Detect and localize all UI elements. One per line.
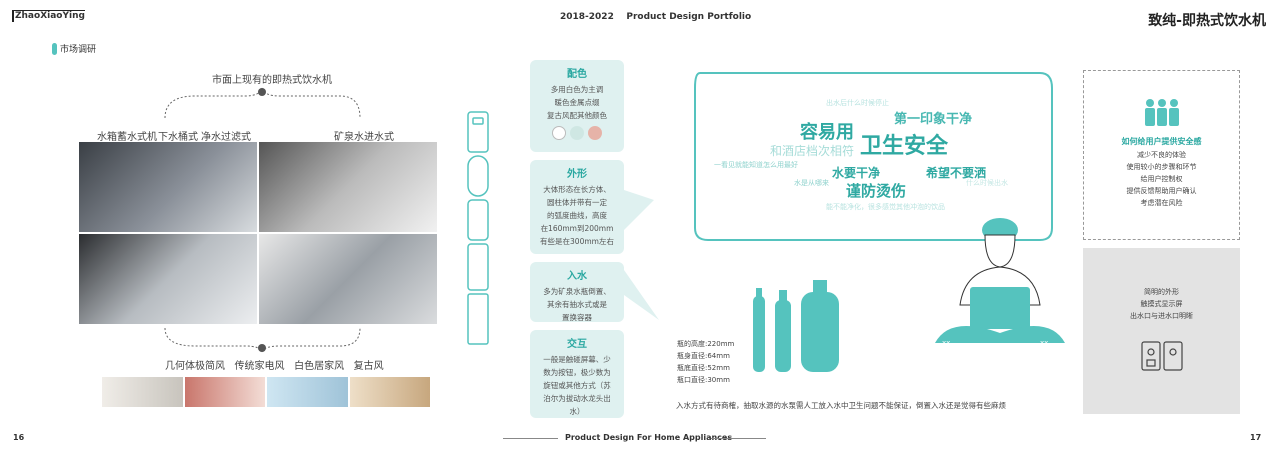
bottle-illustrations — [753, 280, 839, 372]
product-image-lifestyle-1 — [259, 142, 437, 232]
svg-text:xx: xx — [942, 339, 950, 347]
style-image-strip — [102, 377, 430, 407]
bottom-note: 入水方式有待商榷，抽取水源的水泵需人工放入水中卫生问题不能保证，倒置入水还是觉得… — [676, 401, 1006, 410]
card-interaction-line: 数为按钮，极少数为 — [543, 368, 611, 377]
type-label-bucket: 下水桶式 — [158, 132, 198, 143]
form-item: 简明的外形 — [1144, 288, 1179, 296]
page-number-left: 16 — [13, 433, 25, 442]
bottle-spec-line: 瓶身直径:64mm — [677, 352, 730, 360]
page-number-right: 17 — [1250, 433, 1262, 442]
person-illustration: xx xx — [935, 218, 1065, 347]
style-labels: 几何体极简风 传统家电风 白色居家风 复古风 — [165, 361, 384, 372]
style-image-traditional — [184, 377, 265, 407]
card-pointers — [624, 190, 659, 320]
safety-box: 如何给用户提供安全感 减少不良的体验 使用较小的步骤和环节 给用户控制权 提供反… — [1083, 70, 1240, 240]
card-water-in-line: 多为矿泉水瓶倒置、 — [543, 287, 611, 296]
card-shape-line: 圆柱体并带有一定 — [547, 198, 607, 207]
market-heading: 市面上现有的即热式饮水机 — [212, 75, 332, 86]
footer-title: Product Design For Home Appliances — [565, 433, 733, 442]
card-water-in: 入水 多为矿泉水瓶倒置、 其余有抽水式或是 置换容器 — [530, 262, 624, 322]
word-cloud-item: 第一印象干净 — [894, 112, 973, 127]
type-label-filter: 净水过滤式 — [201, 132, 251, 143]
card-shape-line: 有些是在300mm左右 — [540, 237, 614, 246]
type-label-mineral: 矿泉水进水式 — [334, 132, 394, 143]
word-cloud-item: 谨防烫伤 — [846, 182, 907, 200]
dispenser-front-icon — [1140, 341, 1183, 371]
card-water-in-line: 置换容器 — [562, 313, 592, 322]
word-cloud-item: 希望不要洒 — [926, 166, 987, 180]
word-cloud-item: 和酒店档次相符 — [770, 144, 855, 158]
section-tag: 市场调研 — [52, 42, 96, 55]
footer-rule-right — [711, 438, 766, 439]
card-color: 配色 多用白色为主调 暖色金属点缀 复古风配其他颜色 — [530, 60, 624, 152]
form-outline-icons — [467, 111, 489, 345]
card-interaction-line: 水） — [569, 407, 585, 416]
style-image-minimal — [102, 377, 183, 407]
bottle-spec-line: 瓶的高度:220mm — [677, 340, 735, 348]
color-swatches — [530, 126, 624, 140]
product-image-ecommerce-2 — [79, 234, 257, 324]
card-interaction-line: 一般是触碰屏幕、少 — [543, 355, 611, 364]
card-water-in-line: 其余有抽水式或是 — [547, 300, 607, 309]
form-item: 出水口与进水口明晰 — [1130, 312, 1193, 320]
users-icon — [1144, 99, 1179, 126]
card-color-line: 复古风配其他颜色 — [547, 111, 607, 120]
safety-item: 考虑潜在风险 — [1140, 199, 1183, 207]
swatch-white — [552, 126, 566, 140]
style-image-home — [267, 377, 348, 407]
safety-item: 使用较小的步骤和环节 — [1126, 163, 1197, 171]
safety-item: 给用户控制权 — [1140, 175, 1183, 183]
card-interaction-line: 泊尔为拔动水龙头出 — [543, 394, 611, 403]
card-interaction-title: 交互 — [567, 339, 587, 350]
word-cloud-item: 卫生安全 — [860, 134, 949, 159]
word-cloud-item: 出水后什么时候停止 — [826, 99, 889, 107]
card-shape-title: 外形 — [567, 169, 587, 180]
word-cloud-item: 能不能净化，很多感觉其他冲泡的饮品 — [826, 203, 945, 211]
product-image-ecommerce-1 — [79, 142, 257, 232]
card-color-title: 配色 — [567, 69, 587, 80]
word-cloud: 出水后什么时候停止 第一印象干净 容易用 卫生安全 和酒店档次相符 一看见就能知… — [690, 68, 1060, 248]
swatch-mint — [570, 126, 584, 140]
portfolio-title: 2018-2022 Product Design Portfolio — [560, 12, 752, 22]
bottle-spec-line: 瓶口直径:30mm — [677, 376, 730, 384]
bottom-connector — [164, 327, 361, 353]
product-image-grid — [79, 142, 437, 324]
card-water-in-title: 入水 — [567, 271, 587, 282]
card-shape-line: 在160mm到200mm — [540, 224, 614, 233]
author-name: ZhaoXiaoYing — [12, 10, 85, 22]
card-shape: 外形 大体形态在长方体、 圆柱体并带有一定 的弧度曲线，高度 在160mm到20… — [530, 160, 624, 254]
bottle-spec-line: 瓶底直径:52mm — [677, 364, 730, 372]
word-cloud-item: 什么时候出水 — [966, 179, 1008, 187]
word-cloud-item: 容易用 — [800, 122, 854, 143]
product-title: 致纯-即热式饮水机 — [1148, 13, 1266, 29]
swatch-pink — [588, 126, 602, 140]
top-connector — [164, 87, 361, 119]
bottle-specs: 瓶的高度:220mm 瓶身直径:64mm 瓶底直径:52mm 瓶口直径:30mm — [677, 338, 734, 386]
svg-text:xx: xx — [1040, 339, 1048, 347]
word-cloud-item: 一看见就能知道怎么用最好 — [714, 161, 798, 169]
type-label-tank: 水箱蓄水式机 — [97, 132, 157, 143]
tag-bar-icon — [52, 42, 57, 55]
form-item: 触摸式显示屏 — [1140, 300, 1183, 308]
style-image-retro — [349, 377, 430, 407]
word-cloud-item: 水是从哪来 — [794, 179, 829, 187]
card-shape-line: 的弧度曲线，高度 — [547, 211, 607, 220]
form-box: 简明的外形 触摸式显示屏 出水口与进水口明晰 — [1083, 248, 1240, 414]
card-shape-line: 大体形态在长方体、 — [543, 185, 611, 194]
product-image-lifestyle-2 — [259, 234, 437, 324]
safety-item: 提供反馈帮助用户确认 — [1126, 187, 1197, 195]
card-color-line: 多用白色为主调 — [550, 85, 604, 94]
card-interaction-line: 旋钮或其他方式（苏 — [543, 381, 611, 390]
safety-item: 减少不良的体验 — [1137, 151, 1186, 159]
word-cloud-item: 水要干净 — [832, 166, 881, 180]
card-interaction: 交互 一般是触碰屏幕、少 数为按钮，极少数为 旋钮或其他方式（苏 泊尔为拔动水龙… — [530, 330, 624, 418]
safety-title: 如何给用户提供安全感 — [1121, 137, 1202, 146]
card-color-line: 暖色金属点缀 — [554, 98, 600, 107]
section-tag-label: 市场调研 — [60, 45, 97, 55]
footer-rule-left — [503, 438, 558, 439]
